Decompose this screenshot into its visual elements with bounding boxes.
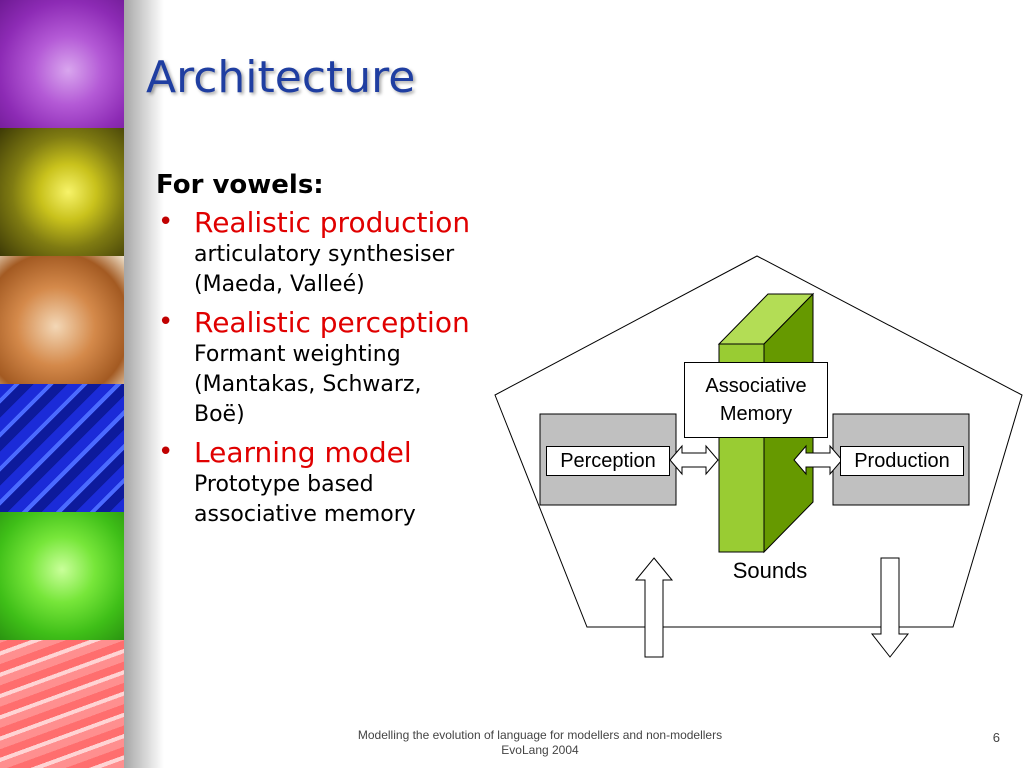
- content-heading: For vowels:: [156, 170, 324, 200]
- bullet-sub-text: Boë): [194, 402, 245, 427]
- input-up-arrow: [634, 557, 674, 658]
- bullet-sub-text: associative memory: [194, 502, 416, 527]
- bullet-sub-text: Prototype based: [194, 472, 374, 497]
- perception-double-arrow: [669, 444, 719, 476]
- perception-label: Perception: [546, 446, 670, 476]
- agent-pentagon: [494, 255, 1023, 628]
- bullet-marker: •: [158, 437, 174, 467]
- decorative-image-strip: [0, 0, 124, 768]
- bullet-marker: •: [158, 207, 174, 237]
- output-down-arrow: [870, 557, 910, 658]
- production-label: Production: [840, 446, 964, 476]
- bullet-item: • Realistic production articulatory synt…: [156, 206, 546, 300]
- bullet-main-text: Realistic production: [194, 206, 471, 239]
- bullet-sub-text: (Mantakas, Schwarz,: [194, 372, 422, 397]
- bullet-sub-text: (Maeda, Valleé): [194, 272, 365, 297]
- ape-image: [0, 0, 124, 128]
- bullet-main-text: Realistic perception: [194, 306, 470, 339]
- strip-shadow: [124, 0, 164, 768]
- bullet-main-text: Learning model: [194, 436, 412, 469]
- sounds-label: Sounds: [732, 558, 808, 583]
- footer-line: Modelling the evolution of language for …: [357, 728, 723, 742]
- bullet-content: For vowels: • Realistic production artic…: [156, 170, 546, 536]
- associative-memory-label: Associative Memory: [684, 362, 828, 438]
- slide-title: Architecture: [146, 52, 416, 103]
- memory-label-line2: Memory: [719, 403, 793, 425]
- bullet-item: • Realistic perception Formant weighting…: [156, 306, 546, 430]
- bee-image: [0, 256, 124, 384]
- page-number: 6: [992, 730, 1000, 745]
- footer-line: EvoLang 2004: [501, 743, 579, 757]
- bullet-sub-text: articulatory synthesiser: [194, 242, 455, 267]
- neuron-image: [0, 128, 124, 256]
- bullet-item: • Learning model Prototype based associa…: [156, 436, 546, 530]
- bullet-sub-text: Formant weighting: [194, 342, 401, 367]
- bullet-marker: •: [158, 307, 174, 337]
- slide-footer: Modelling the evolution of language for …: [320, 728, 760, 758]
- code-image: [0, 640, 124, 768]
- circuit-image: [0, 384, 124, 512]
- baby-image: [0, 512, 124, 640]
- memory-label-line1: Associative: [705, 375, 807, 397]
